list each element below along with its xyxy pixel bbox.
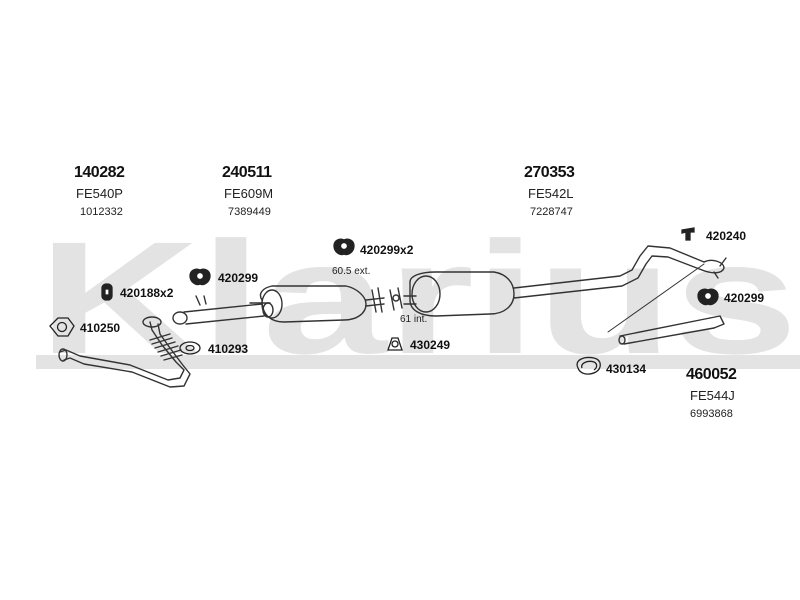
front-pipe: [58, 316, 191, 388]
part-code: FE544J: [690, 388, 735, 403]
bracket-icon: [681, 227, 695, 241]
rubber-mount-icon: [101, 283, 113, 301]
clamp-label: 430249: [410, 338, 451, 352]
int-diameter-note: 61 int.: [400, 314, 428, 325]
part-ref: 6993868: [690, 408, 733, 420]
gasket-icon: [49, 317, 75, 337]
ext-diameter-note: 60.5 ext.: [332, 266, 371, 277]
joint-marks: [371, 287, 403, 313]
part-number: 240511: [222, 164, 272, 181]
bracket-label: 420240: [706, 229, 747, 243]
part-number: 460052: [686, 366, 737, 383]
part-code: FE542L: [528, 186, 574, 201]
clamp-label: 430134: [606, 362, 647, 376]
rubber-hanger-icon: [697, 288, 719, 306]
gasket-label: 410250: [80, 321, 121, 335]
rubber-hanger-icon: [333, 238, 355, 256]
hanger-label: 420299x2: [360, 243, 414, 257]
tail-pipe: [618, 315, 725, 345]
part-code: FE609M: [224, 186, 274, 201]
mount-label: 420188x2: [120, 286, 174, 300]
part-ref: 1012332: [80, 206, 123, 218]
part-number: 270353: [524, 164, 575, 181]
watermark-band: [36, 355, 800, 369]
pointer-line: [607, 263, 705, 333]
centre-silencer: [172, 285, 385, 325]
clamp-icon: [576, 356, 601, 375]
hanger-label: 420299: [724, 291, 765, 305]
gasket-icon: [179, 341, 201, 355]
part-ref: 7389449: [228, 206, 271, 218]
watermark-text: Klarius: [38, 208, 798, 387]
part-number: 140282: [74, 164, 125, 181]
hanger-label: 420299: [218, 271, 259, 285]
rubber-hanger-icon: [189, 268, 211, 286]
part-ref: 7228747: [530, 206, 573, 218]
gasket-label: 410293: [208, 342, 249, 356]
part-code: FE540P: [76, 186, 123, 201]
rear-silencer: [403, 245, 727, 317]
clamp-icon: [387, 337, 403, 351]
